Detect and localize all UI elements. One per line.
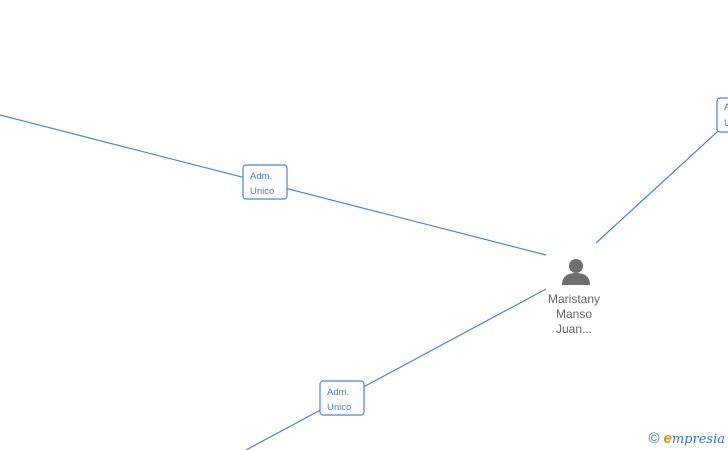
role-label-partial-right[interactable]: A U — [716, 97, 728, 133]
svg-text:A: A — [724, 102, 728, 113]
svg-text:Adm.: Adm. — [327, 387, 349, 398]
svg-text:Unico: Unico — [250, 186, 274, 197]
svg-text:Unico: Unico — [327, 402, 351, 413]
edge-to-bottom-left — [245, 288, 547, 450]
copyright-icon: © — [648, 430, 660, 447]
edge-to-top-right — [595, 121, 728, 244]
person-name-line-1: Maristany — [547, 292, 600, 306]
role-label-adm-unico[interactable]: Adm. Unico — [242, 164, 288, 200]
person-name[interactable]: Maristany Manso Juan... — [532, 292, 616, 337]
brand-wordmark: empresia — [663, 430, 725, 447]
empresia-logo: © empresia — [648, 430, 725, 447]
person-name-line-3: Juan... — [555, 322, 593, 336]
svg-text:U: U — [724, 118, 728, 129]
svg-text:Adm.: Adm. — [250, 171, 272, 182]
person-name-line-2: Manso — [555, 307, 593, 321]
person-icon[interactable] — [562, 259, 590, 285]
role-label-adm-unico-lower[interactable]: Adm. Unico — [319, 380, 365, 416]
